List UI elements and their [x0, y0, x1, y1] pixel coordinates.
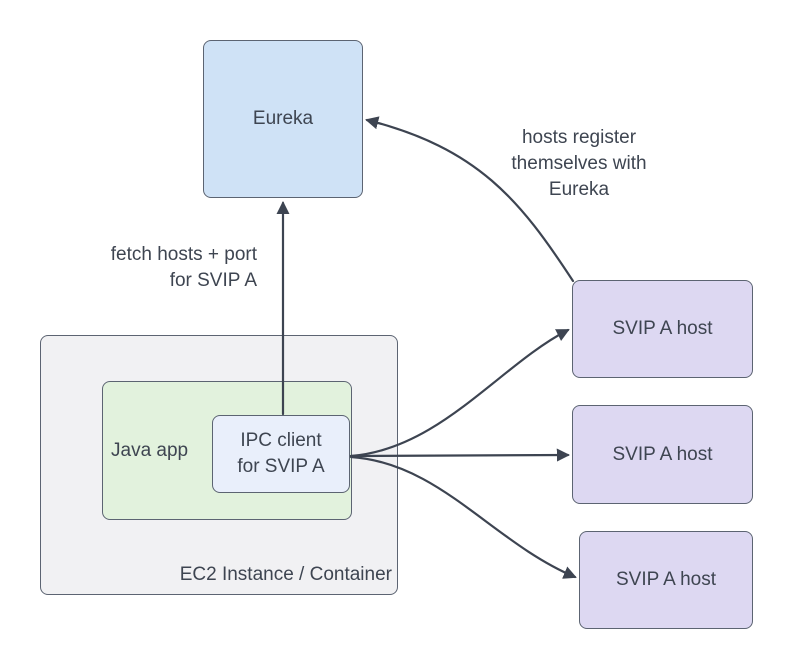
fetch-annotation-line-2: for SVIP A	[169, 270, 257, 291]
node-eureka: Eureka	[203, 40, 363, 198]
register-annotation-line-3: Eureka	[548, 179, 610, 200]
ec2-container-label: EC2 Instance / Container	[179, 564, 392, 585]
register-annotation: hosts register themselves with Eureka	[475, 125, 683, 203]
fetch-hosts-annotation: fetch hosts + port for SVIP A	[60, 242, 257, 294]
ipc-client-label-line-2: for SVIP A	[237, 456, 325, 477]
node-ipc-client: IPC client for SVIP A	[212, 415, 350, 493]
svip-host-3-label: SVIP A host	[615, 569, 716, 590]
node-svip-host-3: SVIP A host	[579, 531, 753, 629]
svip-host-2-label: SVIP A host	[612, 443, 713, 465]
register-annotation-line-2: themselves with	[511, 153, 647, 174]
register-annotation-line-1: hosts register	[521, 127, 637, 148]
ipc-client-label-line-1: IPC client	[240, 430, 322, 451]
node-svip-host-2: SVIP A host	[572, 405, 753, 504]
svip-host-1-label: SVIP A host	[612, 318, 713, 339]
node-svip-host-1: SVIP A host	[572, 280, 753, 378]
java-app-label: Java app	[111, 439, 189, 461]
fetch-annotation-line-1: fetch hosts + port	[110, 244, 257, 265]
eureka-label: Eureka	[252, 108, 314, 129]
